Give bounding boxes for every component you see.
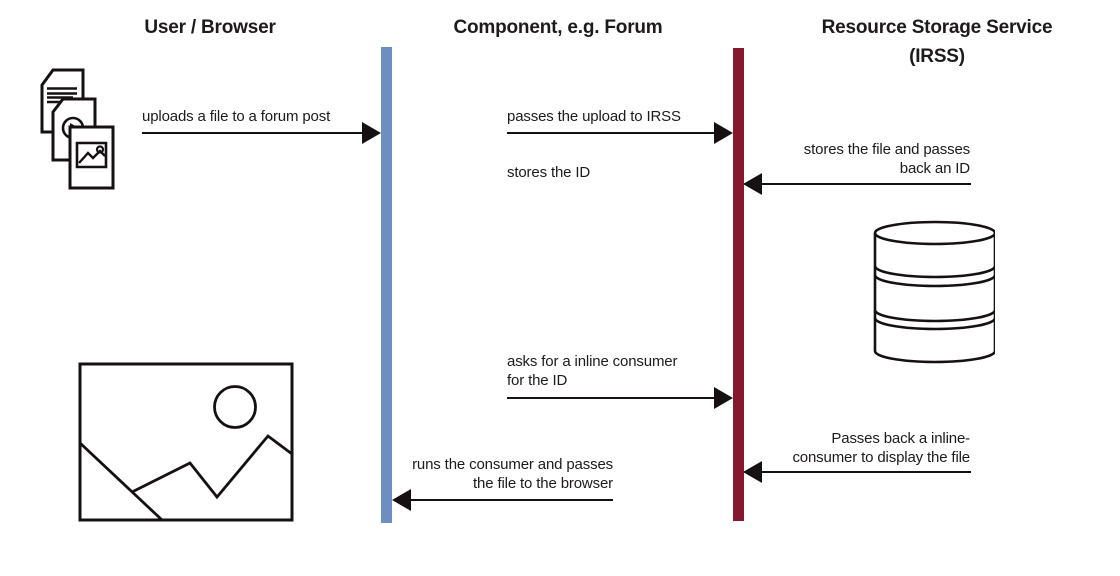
lifeline-irss <box>733 48 744 521</box>
actor-title-component-forum: Component, e.g. Forum <box>453 17 663 38</box>
message-line-upload-file <box>142 131 363 135</box>
hill-line-icon <box>80 443 162 520</box>
database-divider-icon <box>875 310 995 321</box>
actor-title-irss: Resource Storage Service (IRSS) <box>812 14 1062 71</box>
message-line-pass-upload <box>507 131 715 135</box>
arrowhead-left-icon <box>743 461 762 483</box>
actor-title-user-browser: User / Browser <box>144 17 276 38</box>
database-icon <box>865 215 995 370</box>
file-stack-icon <box>33 62 125 192</box>
message-line-asks-consumer <box>507 396 715 400</box>
image-glyph-frame-icon <box>77 143 106 167</box>
mountains-line-icon <box>132 436 292 497</box>
text-lines-icon <box>47 89 77 103</box>
message-label-upload-file: uploads a file to a forum post <box>142 108 331 125</box>
message-line-passes-back-consumer <box>762 470 971 474</box>
arrowhead-left-icon <box>392 489 411 511</box>
message-line-runs-consumer <box>411 498 613 502</box>
actor-title-irss-line1: Resource Storage Service <box>821 17 1053 38</box>
database-top-icon <box>875 222 995 244</box>
database-bottom-icon <box>875 351 995 362</box>
message-label-pass-upload: passes the upload to IRSS <box>507 108 681 125</box>
sun-icon <box>215 387 256 428</box>
database-divider-icon <box>875 318 995 329</box>
arrowhead-right-icon <box>714 387 733 409</box>
message-label-runs-consumer: runs the consumer and passes the file to… <box>412 456 613 492</box>
message-label-passes-back-consumer: Passes back a inline- consumer to displa… <box>792 430 970 466</box>
database-sides-icon <box>875 233 995 351</box>
note-label-stores-id: stores the ID <box>507 164 591 181</box>
arrowhead-right-icon <box>714 122 733 144</box>
arrowhead-right-icon <box>362 122 381 144</box>
image-glyph-mountains-icon <box>79 151 105 163</box>
message-label-passes-back-id: stores the file and passes back an ID <box>803 141 970 177</box>
message-line-passes-back-id <box>762 182 971 186</box>
image-placeholder-icon <box>78 362 296 523</box>
message-label-asks-consumer: asks for a inline consumer for the ID <box>507 353 678 389</box>
arrowhead-left-icon <box>743 173 762 195</box>
database-divider-icon <box>875 275 995 286</box>
actor-title-irss-line2: (IRSS) <box>909 45 965 67</box>
image-frame-icon <box>80 364 292 520</box>
database-divider-icon <box>875 266 995 277</box>
lifeline-component <box>381 47 392 523</box>
